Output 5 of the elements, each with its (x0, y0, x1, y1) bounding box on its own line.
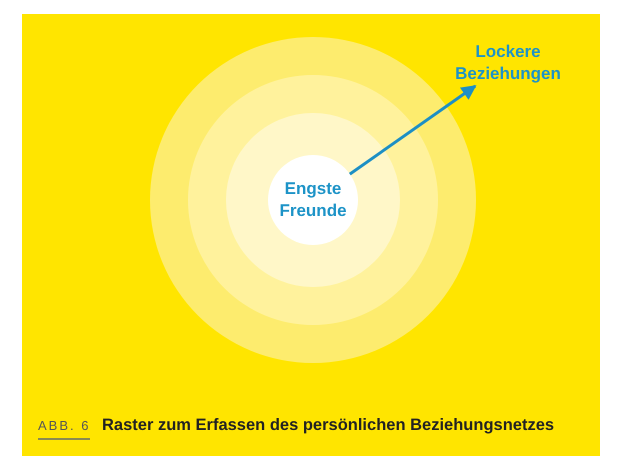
figure-number: ABB. 6 (38, 418, 90, 440)
caption: Raster zum Erfassen des persönlichen Beziehungsnetzes (102, 416, 554, 435)
node-text: Engste Freunde (278, 178, 348, 222)
arrow (348, 84, 476, 176)
text-label: Lockere Beziehungen (448, 40, 568, 86)
